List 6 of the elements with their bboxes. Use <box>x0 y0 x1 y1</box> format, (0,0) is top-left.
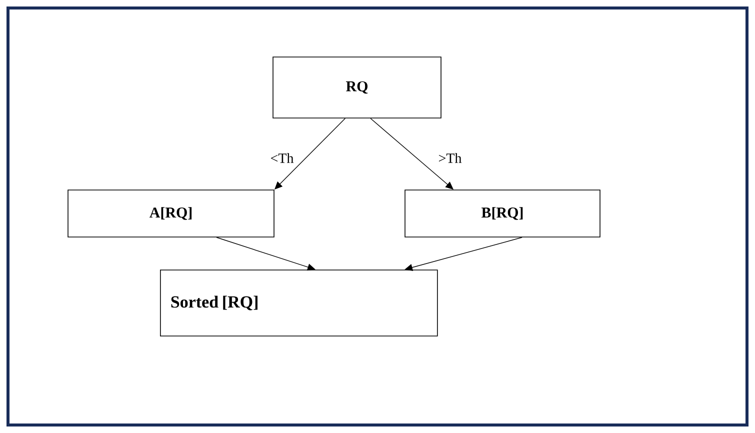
process-box: RQ <box>272 56 442 118</box>
edge-label: <Th <box>270 153 294 163</box>
process-box: Sorted [RQ] <box>160 270 438 336</box>
process-box: A[RQ] <box>68 190 274 238</box>
process-box: B[RQ] <box>404 190 600 238</box>
edge-label: >Th <box>438 153 462 163</box>
